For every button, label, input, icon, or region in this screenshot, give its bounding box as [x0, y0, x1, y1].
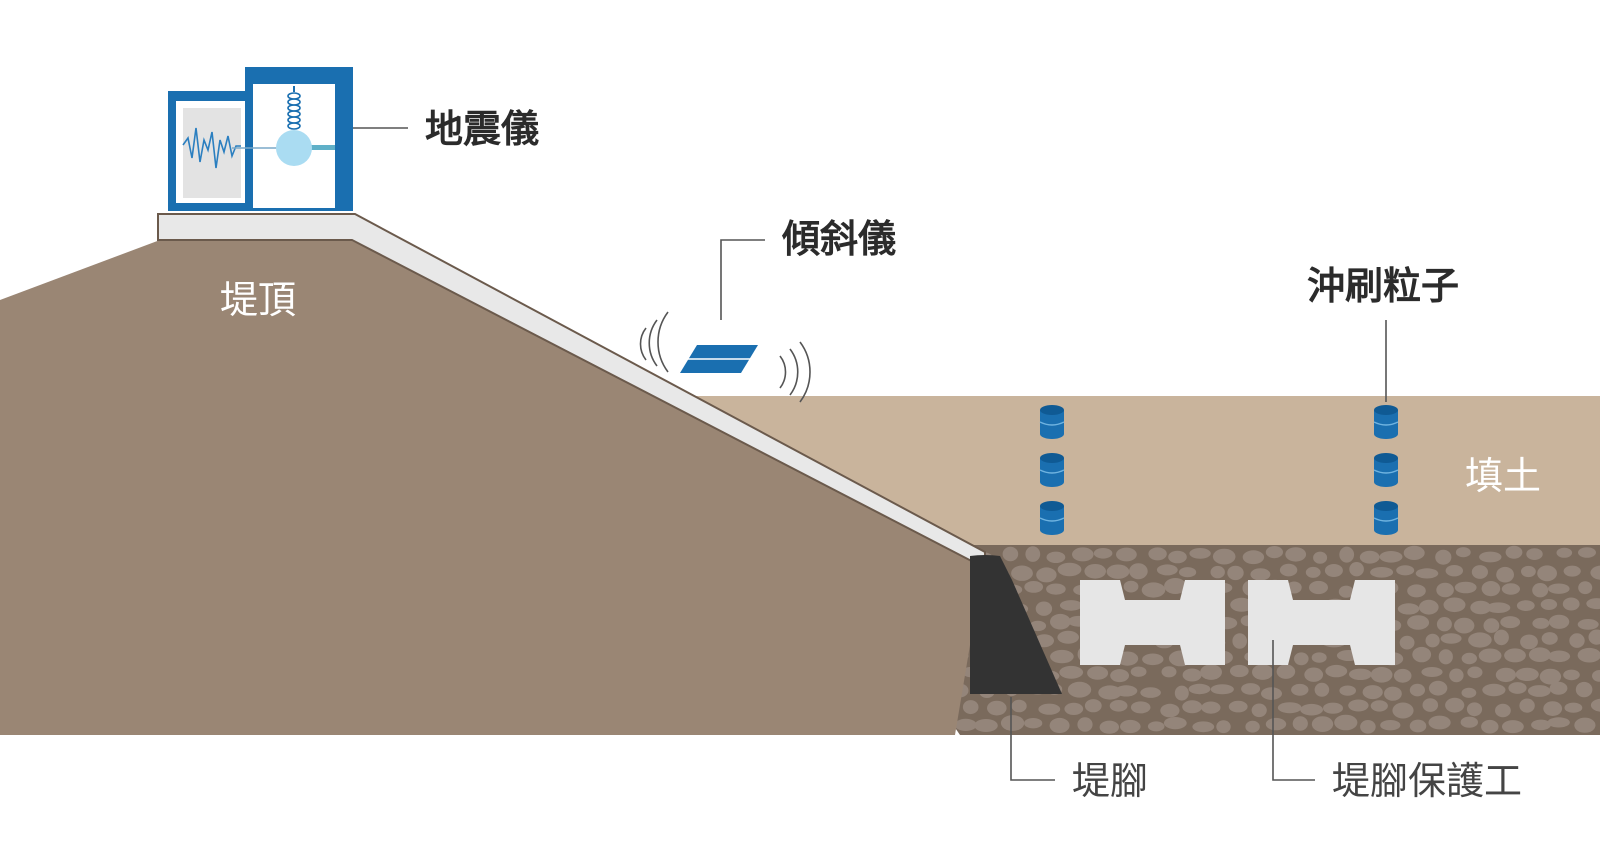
leader-line: [1272, 640, 1315, 781]
scour-particle-icon: [1039, 501, 1065, 535]
scour-particle-icon: [1373, 405, 1399, 439]
toe-block: [970, 555, 1062, 694]
inclinometer-label: 傾斜儀: [782, 217, 897, 261]
backfill-label: 填土: [1465, 454, 1542, 498]
embankment-body: [0, 240, 985, 735]
toe-protection-block: [1248, 580, 1395, 665]
toe-label: 堤腳: [1072, 759, 1149, 803]
signal-waves-icon: [639, 311, 811, 403]
scour-particle-icon: [1373, 501, 1399, 535]
toe-protection-label: 堤腳保護工: [1332, 759, 1523, 803]
inclinometer-icon: [680, 345, 758, 373]
scour-particle-icon: [1373, 453, 1399, 487]
seismometer-label: 地震儀: [425, 107, 540, 151]
scour-particles-label: 沖刷粒子: [1307, 264, 1460, 308]
leader-line: [720, 239, 765, 320]
scour-particle-icon: [1039, 405, 1065, 439]
toe-protection-block: [1080, 580, 1225, 665]
seismometer-icon: [168, 67, 353, 211]
leader-line: [1010, 697, 1055, 781]
crest-label: 堤頂: [220, 278, 297, 322]
scour-particle-icon: [1039, 453, 1065, 487]
